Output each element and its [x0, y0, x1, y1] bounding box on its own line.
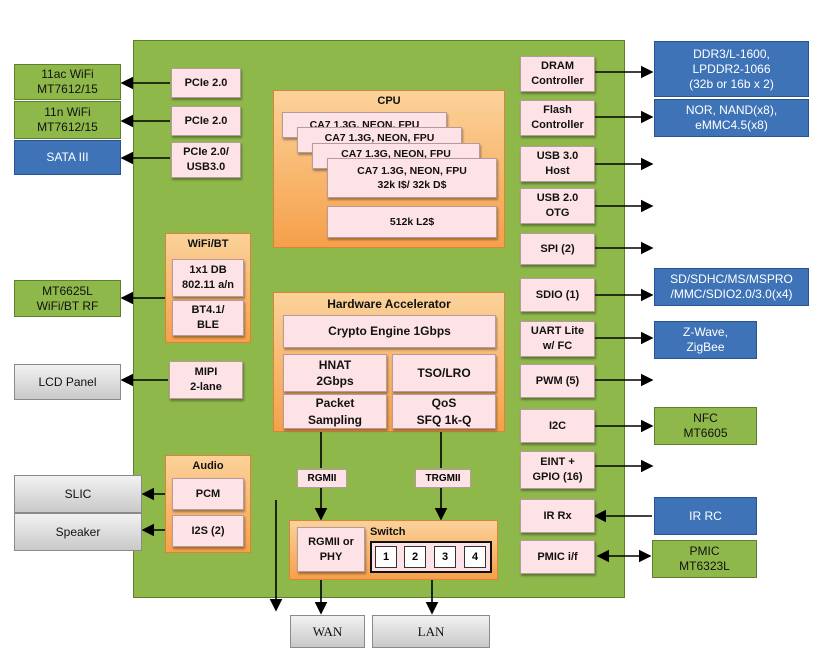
block-pcie-usb3: PCIe 2.0/ USB3.0 [171, 142, 241, 178]
block-qos: QoS SFQ 1k-Q [392, 394, 496, 429]
block-dram-controller: DRAM Controller [520, 56, 595, 92]
switch-port-2: 2 [404, 546, 426, 568]
cpu-l2-cache: 512k L2$ [327, 206, 497, 238]
block-packet-sampling: Packet Sampling [283, 394, 387, 429]
ext-lan: LAN [372, 615, 490, 648]
audio-title: Audio [192, 460, 224, 472]
block-flash-controller: Flash Controller [520, 100, 595, 136]
ext-slic: SLIC [14, 475, 142, 513]
ext-ddr: DDR3/L-1600, LPDDR2-1066 (32b or 16b x 2… [654, 41, 809, 97]
ext-sata: SATA III [14, 140, 121, 175]
block-sdio: SDIO (1) [520, 278, 595, 312]
block-hnat: HNAT 2Gbps [283, 354, 387, 392]
ext-nfc: NFC MT6605 [654, 407, 757, 445]
switch-port-4: 4 [464, 546, 486, 568]
ext-speaker: Speaker [14, 513, 142, 551]
block-i2c: I2C [520, 409, 595, 443]
switch-port-3: 3 [434, 546, 456, 568]
block-wifi-db: 1x1 DB 802.11 a/n [172, 259, 244, 297]
ext-wifi-11n: 11n WiFi MT7612/15 [14, 101, 121, 139]
cpu-title: CPU [377, 95, 401, 107]
block-tso-lro: TSO/LRO [392, 354, 496, 392]
block-ir-rx: IR Rx [520, 499, 595, 533]
block-pcie-1: PCIe 2.0 [171, 68, 241, 98]
block-pcie-2: PCIe 2.0 [171, 106, 241, 136]
block-eint-gpio: EINT + GPIO (16) [520, 451, 595, 489]
ext-zwave-zigbee: Z-Wave, ZigBee [654, 321, 757, 359]
ext-wifi-11ac: 11ac WiFi MT7612/15 [14, 64, 121, 100]
block-i2s: I2S (2) [172, 515, 244, 547]
ext-lcd-panel: LCD Panel [14, 364, 121, 400]
cpu-cache: 32k I$/ 32k D$ [377, 179, 447, 191]
ext-ir-rc: IR RC [654, 497, 757, 535]
block-spi: SPI (2) [520, 233, 595, 265]
block-bt: BT4.1/ BLE [172, 300, 244, 336]
block-uart-lite: UART Lite w/ FC [520, 321, 595, 357]
cpu-core-4-label: CA7 1.3G, NEON, FPU [357, 164, 467, 177]
block-pmic-if: PMIC i/f [520, 540, 595, 574]
switch-title: Switch [370, 526, 406, 538]
cpu-core-4: CA7 1.3G, NEON, FPU 32k I$/ 32k D$ [327, 158, 497, 198]
hw-accel-title: Hardware Accelerator [327, 297, 451, 311]
block-usb2-otg: USB 2.0 OTG [520, 188, 595, 224]
tag-rgmii: RGMII [297, 469, 347, 488]
ext-sd-mmc: SD/SDHC/MS/MSPRO /MMC/SDIO2.0/3.0(x4) [654, 268, 809, 306]
ext-mt6625l: MT6625L WiFi/BT RF [14, 280, 121, 317]
block-mipi: MIPI 2-lane [169, 361, 243, 399]
ext-wan: WAN [290, 615, 365, 648]
switch-port-1: 1 [375, 546, 397, 568]
ext-pmic: PMIC MT6323L [652, 540, 757, 578]
block-pwm: PWM (5) [520, 364, 595, 398]
tag-trgmii: TRGMII [415, 469, 471, 488]
ext-nor-nand: NOR, NAND(x8), eMMC4.5(x8) [654, 99, 809, 137]
block-rgmii-phy: RGMII or PHY [297, 527, 365, 572]
block-usb3-host: USB 3.0 Host [520, 146, 595, 182]
wifi-bt-title: WiFi/BT [187, 238, 229, 250]
block-pcm: PCM [172, 478, 244, 510]
block-crypto-engine: Crypto Engine 1Gbps [283, 315, 496, 348]
